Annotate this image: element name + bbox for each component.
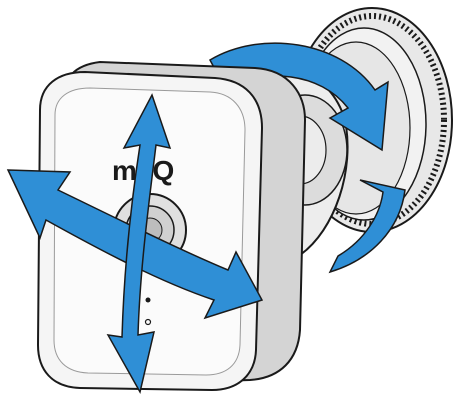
camera-mount-diagram: myQ — [0, 0, 461, 403]
camera-adjustment-illustration: myQ — [0, 0, 461, 403]
